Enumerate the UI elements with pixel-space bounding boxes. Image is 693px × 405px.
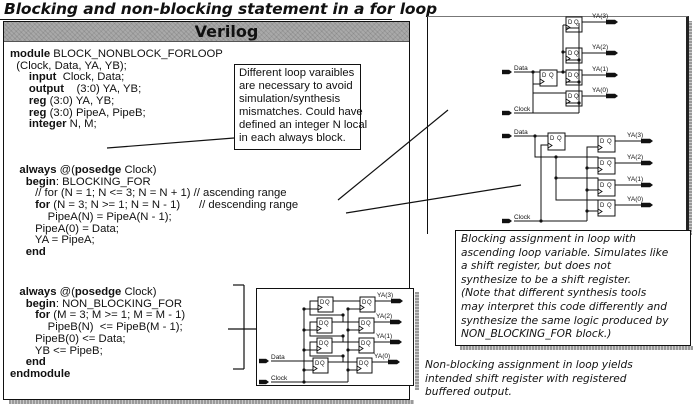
keyword: input	[28, 71, 57, 84]
code-line: begin: BLOCKING_FOR	[10, 175, 298, 189]
code-text: N, M;	[66, 118, 97, 131]
code-line: PipeB(0) <= Data;	[10, 332, 185, 346]
blocking-caption: Blocking assignment in loop with ascendi…	[455, 230, 693, 350]
caption-line: (Note that different synthesis tools	[461, 287, 647, 300]
caption-line: may interpret this code differently and	[461, 300, 667, 313]
code-line: always @(posedge Clock)	[10, 286, 185, 299]
keyword: begin	[25, 175, 56, 188]
code-text: BLOCK_NONBLOCK_FORLOOP	[50, 48, 223, 60]
note-line: Different loop varaibles	[239, 67, 355, 79]
note-line: are necessary to avoid	[239, 80, 353, 92]
caption-line: buffered output.	[425, 386, 512, 398]
code-text: : BLOCKING_FOR	[55, 175, 151, 188]
code-text: PipeB(N) <= PipeB(M - 1);	[47, 321, 183, 334]
code-text: : NON_BLOCKING_FOR	[55, 297, 183, 310]
code-line: // for (N = 1; N <= 3; N = N + 1) // asc…	[10, 188, 298, 200]
code-text: Clock)	[121, 164, 157, 176]
caption-line: NON_BLOCKING_FOR block.)	[461, 328, 612, 341]
loop-variable-note: Different loop varaibles are necessary t…	[234, 64, 368, 150]
keyword: posedge	[74, 164, 122, 176]
code-line: output (3:0) YA, YB;	[10, 83, 223, 96]
keyword: integer	[28, 118, 67, 131]
keyword: for	[35, 199, 51, 212]
caption-line: a shift register, but does not	[461, 260, 612, 273]
code-text: (3:0) PipeA, PipeB;	[46, 106, 146, 119]
caption-line: Blocking assignment in loop with	[461, 233, 636, 245]
keyword: end	[25, 356, 46, 369]
code-line: for (N = 3; N >= 1; N = N - 1) // descen…	[10, 199, 299, 212]
blocking-diagrams-frame	[427, 16, 692, 235]
code-line: PipeB(N) <= PipeB(M - 1);	[10, 321, 185, 334]
caption-line: ascending loop variable. Simulates like	[461, 246, 669, 259]
keyword: for	[35, 309, 51, 322]
nonblocking-diagram-frame	[256, 288, 419, 390]
code-line: PipeA(N) = PipeA(N - 1);	[10, 210, 298, 224]
code-line: always @(posedge Clock)	[10, 164, 298, 177]
keyword: reg	[28, 94, 47, 107]
code-text: Clock)	[121, 286, 157, 298]
code-text: (3:0) YA, YB;	[46, 94, 115, 107]
code-line: end	[10, 356, 185, 369]
note-line: simulation/synthesis	[239, 93, 341, 105]
code-line: YB <= PipeB;	[10, 344, 185, 358]
module-declaration: module BLOCK_NONBLOCK_FORLOOP (Clock, Da…	[10, 48, 223, 131]
code-text: (3:0) YA, YB;	[63, 83, 142, 96]
keyword: always	[19, 286, 57, 298]
caption-line: synthesize the same logic produced by	[461, 314, 669, 327]
code-text: PipeA(N) = PipeA(N - 1);	[47, 210, 172, 223]
code-line: for (M = 3; M >= 1; M = M - 1)	[10, 310, 185, 322]
keyword: output	[28, 83, 64, 96]
code-line: YA = PipeA;	[10, 234, 298, 247]
keyword: module	[10, 48, 51, 60]
code-text: (M = 3; M >= 1; M = M - 1)	[50, 309, 186, 322]
caption-line: synthesize to be a shift register.	[461, 273, 632, 286]
code-line: input Clock, Data;	[10, 72, 223, 84]
code-line: reg (3:0) PipeA, PipeB;	[10, 106, 223, 120]
code-text: @(	[56, 286, 75, 298]
code-line: module BLOCK_NONBLOCK_FORLOOP	[10, 48, 223, 61]
keyword: reg	[28, 106, 47, 119]
caption-line: Non-blocking assignment in loop yields	[425, 359, 633, 371]
code-text: YB <= PipeB;	[34, 344, 103, 357]
verilog-header-bar: Verilog	[4, 22, 409, 42]
nonblocking-always-block: always @(posedge Clock) begin: NON_BLOCK…	[10, 286, 185, 381]
comment-line: // for (N = 1; N <= 3; N = N + 1) // asc…	[35, 187, 287, 200]
note-line: in each always block.	[239, 132, 346, 144]
code-line: end	[10, 245, 298, 259]
code-text: PipeB(0) <= Data;	[35, 332, 126, 345]
code-text: @(	[56, 164, 75, 176]
code-line: begin: NON_BLOCKING_FOR	[10, 297, 185, 311]
keyword: begin	[25, 297, 56, 310]
keyword: endmodule	[10, 367, 71, 380]
code-text: YA = PipeA;	[34, 234, 95, 247]
note-line: defined an integer N local	[239, 119, 368, 131]
code-text: (N = 3; N >= 1; N = N - 1) // descending…	[50, 199, 299, 212]
blocking-always-block: always @(posedge Clock) begin: BLOCKING_…	[10, 164, 299, 259]
caption-line: intended shift register with registered	[425, 372, 627, 385]
figure-title: Blocking and non-blocking statement in a…	[4, 0, 437, 18]
title-underline	[0, 19, 392, 20]
code-line: (Clock, Data, YA, YB);	[10, 59, 127, 72]
keyword: always	[19, 164, 57, 176]
code-line: endmodule	[10, 367, 185, 381]
note-line: mismatches. Could have	[239, 106, 363, 118]
nonblocking-caption: Non-blocking assignment in loop yields i…	[425, 359, 633, 400]
code-text: Clock, Data;	[56, 71, 125, 84]
keyword: end	[25, 245, 46, 258]
code-text: PipeA(0) = Data;	[35, 222, 119, 235]
verilog-header-label: Verilog	[194, 22, 259, 41]
code-line: integer N, M;	[10, 118, 223, 131]
code-line: reg (3:0) YA, YB;	[10, 94, 223, 108]
code-line: PipeA(0) = Data;	[10, 222, 298, 236]
keyword: posedge	[74, 286, 122, 298]
